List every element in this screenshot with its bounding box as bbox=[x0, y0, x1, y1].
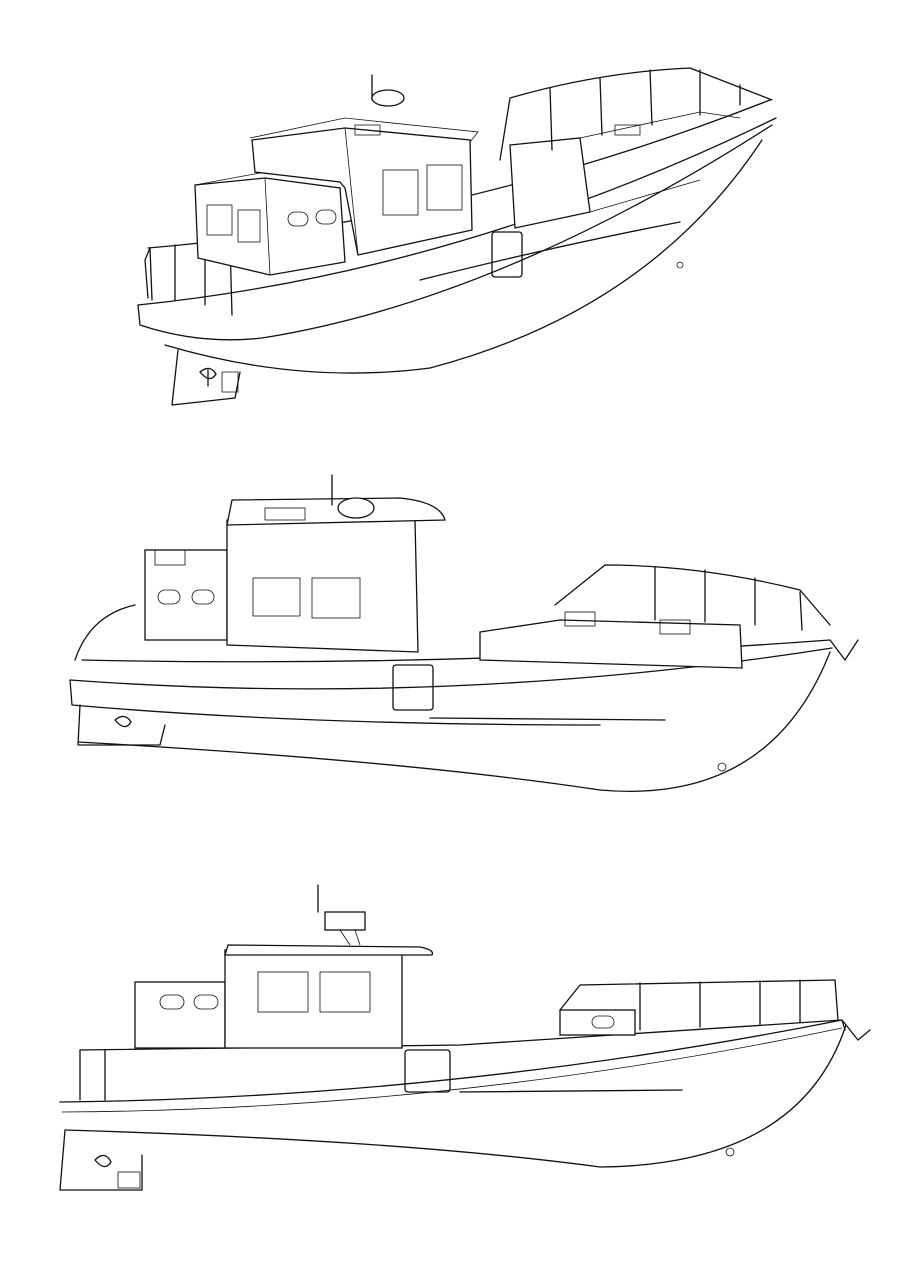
keel-skeg bbox=[171, 349, 241, 406]
rudder bbox=[117, 1171, 141, 1189]
aft-cabin bbox=[144, 549, 228, 641]
aft-cabin bbox=[134, 981, 226, 1049]
propeller bbox=[94, 1154, 112, 1168]
rub-rail bbox=[59, 1019, 846, 1103]
hull-bottom bbox=[164, 139, 763, 374]
wheelhouse bbox=[226, 519, 419, 653]
porthole bbox=[676, 261, 684, 269]
side-door bbox=[392, 664, 434, 711]
wheelhouse-window bbox=[252, 577, 301, 617]
aft-cabin-window bbox=[237, 209, 261, 243]
radome-mount bbox=[339, 929, 361, 946]
wheelhouse bbox=[224, 949, 403, 1049]
porthole-pair bbox=[193, 994, 219, 1010]
wheelhouse-window bbox=[319, 971, 371, 1013]
bulwark bbox=[144, 241, 233, 316]
bow-rail bbox=[559, 979, 839, 1031]
hatch bbox=[354, 124, 381, 136]
wheelhouse-roof bbox=[224, 944, 434, 956]
porthole-pair bbox=[157, 589, 181, 605]
porthole bbox=[591, 1015, 615, 1029]
keel-skeg bbox=[59, 1129, 143, 1191]
wheelhouse-roof bbox=[249, 117, 479, 256]
foredeck-hatch bbox=[614, 124, 641, 136]
transom bbox=[137, 124, 773, 341]
foredeck-hatch bbox=[659, 619, 691, 635]
wheelhouse-window bbox=[257, 971, 309, 1013]
wheelhouse-window bbox=[426, 164, 463, 211]
radome bbox=[337, 497, 375, 519]
boat-view-stern-quarter bbox=[137, 67, 777, 406]
porthole-pair bbox=[191, 589, 215, 605]
rub-rail bbox=[137, 117, 777, 306]
porthole-pair bbox=[315, 209, 337, 225]
hatch bbox=[264, 507, 306, 521]
forward-cabin bbox=[479, 619, 743, 669]
wheelhouse-roof bbox=[226, 497, 446, 526]
hull-stripe bbox=[419, 221, 681, 281]
foredeck-hatch bbox=[564, 611, 596, 627]
side-door bbox=[491, 231, 523, 278]
radome bbox=[324, 911, 366, 931]
porthole-pair bbox=[159, 994, 185, 1010]
radome bbox=[371, 89, 405, 107]
bulwark bbox=[79, 1049, 106, 1101]
aft-cabin-hatch bbox=[154, 549, 186, 566]
aft-cabin bbox=[194, 177, 346, 276]
forward-cabin bbox=[509, 137, 591, 229]
aft-cabin-window bbox=[206, 204, 233, 236]
porthole bbox=[717, 762, 727, 772]
transom bbox=[69, 679, 601, 726]
hull-stripe bbox=[459, 1089, 683, 1093]
boat-view-profile bbox=[59, 884, 871, 1191]
rudder bbox=[221, 371, 239, 393]
hull-stripe bbox=[429, 717, 666, 721]
hull-bottom bbox=[77, 651, 831, 792]
porthole-pair bbox=[287, 211, 309, 227]
porthole bbox=[725, 1147, 735, 1157]
propeller bbox=[114, 715, 132, 728]
wheelhouse-window bbox=[382, 169, 419, 216]
bow-rail bbox=[554, 564, 831, 631]
bow-rail bbox=[499, 67, 773, 161]
boat-view-bow-quarter bbox=[69, 474, 859, 792]
side-door bbox=[404, 1049, 451, 1093]
foredeck-cabin bbox=[559, 1009, 636, 1036]
foredeck bbox=[579, 111, 741, 213]
chine bbox=[61, 1027, 843, 1113]
hull-bottom bbox=[64, 1024, 847, 1168]
wheelhouse-window bbox=[311, 577, 361, 619]
propeller bbox=[199, 367, 217, 387]
keel-skeg bbox=[77, 704, 166, 746]
